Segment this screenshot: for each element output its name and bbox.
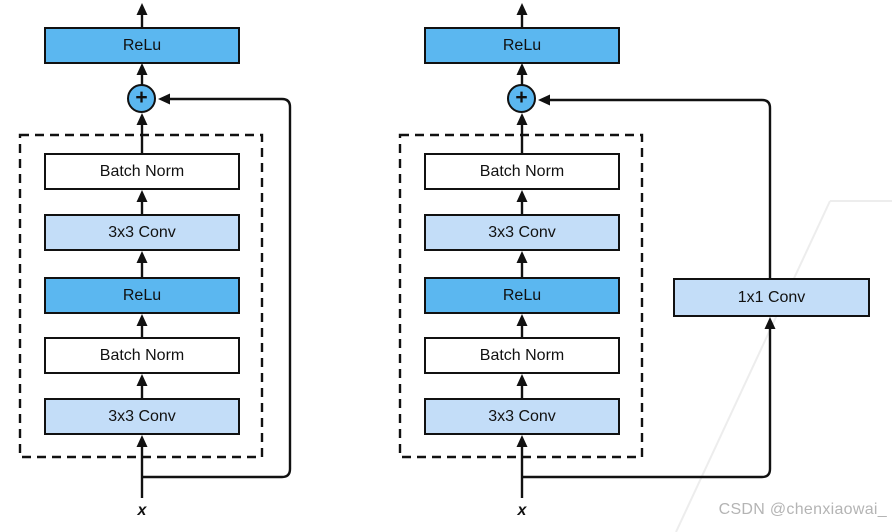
left-add-node: + bbox=[127, 84, 156, 113]
right-connectors bbox=[516, 3, 528, 498]
right-layer-relu: ReLu bbox=[424, 277, 620, 314]
left-layer-batchnorm-1: Batch Norm bbox=[44, 153, 240, 190]
left-input-label: x bbox=[137, 502, 147, 519]
left-skip-connection bbox=[142, 93, 292, 479]
left-connectors bbox=[136, 3, 148, 498]
left-layer-conv-1: 3x3 Conv bbox=[44, 214, 240, 251]
watermark-strokes bbox=[675, 200, 892, 532]
right-input-label: x bbox=[517, 502, 527, 519]
plus-icon: + bbox=[135, 86, 148, 109]
right-projection-conv-box: 1x1 Conv bbox=[673, 278, 870, 317]
left-layer-conv-2: 3x3 Conv bbox=[44, 398, 240, 435]
right-layer-batchnorm-2: Batch Norm bbox=[424, 337, 620, 374]
right-layer-batchnorm-1: Batch Norm bbox=[424, 153, 620, 190]
right-layer-conv-1: 3x3 Conv bbox=[424, 214, 620, 251]
right-add-node: + bbox=[507, 84, 536, 113]
right-skip-connection bbox=[522, 94, 776, 479]
watermark-text: CSDN @chenxiaowai_ bbox=[718, 501, 887, 518]
dashed-boundary-left bbox=[18, 133, 264, 459]
left-layer-relu: ReLu bbox=[44, 277, 240, 314]
dashed-boundary-right bbox=[398, 133, 644, 459]
right-layer-conv-2: 3x3 Conv bbox=[424, 398, 620, 435]
left-output-relu-box: ReLu bbox=[44, 27, 240, 64]
right-output-relu-box: ReLu bbox=[424, 27, 620, 64]
plus-icon: + bbox=[515, 86, 528, 109]
left-layer-batchnorm-2: Batch Norm bbox=[44, 337, 240, 374]
